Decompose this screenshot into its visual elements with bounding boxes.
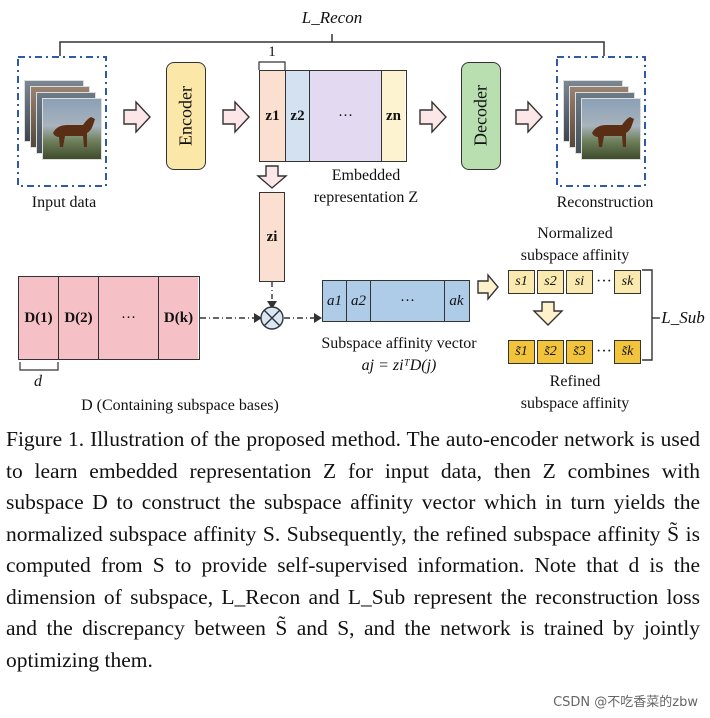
si-cell: si: [566, 270, 593, 294]
zi-vector: zi: [259, 192, 285, 282]
ellipsis-cell: ···: [310, 71, 382, 161]
a-ellipsis-cell: ···: [371, 281, 445, 321]
normalized-label-line1: Normalized: [537, 225, 613, 242]
s1-cell: s1: [508, 270, 535, 294]
decoder-block: Decoder: [461, 62, 501, 170]
width-one-label: 1: [268, 44, 276, 60]
diagram-lines: [17, 34, 660, 371]
z2-cell: z2: [286, 71, 310, 161]
d2-cell: D(2): [59, 277, 99, 359]
encoder-block: Encoder: [166, 62, 206, 170]
sk-cell: sk: [614, 270, 641, 294]
s-tilde-k-cell: s̃k: [614, 340, 641, 364]
watermark: CSDN @不吃香菜的zbw: [553, 695, 698, 710]
reconstructed-horse-image: [581, 98, 641, 160]
decoder-label: Decoder: [470, 85, 491, 147]
zn-cell: zn: [382, 71, 405, 161]
dk-cell: D(k): [159, 277, 198, 359]
d-caption-label: D (Containing subspace bases): [81, 397, 279, 414]
d-width-label: d: [34, 373, 42, 390]
embedded-label-line1: Embedded: [331, 167, 401, 184]
reconstruction-label: Reconstruction: [556, 194, 654, 211]
s-tilde-3-cell: s̃3: [566, 340, 593, 364]
d1-cell: D(1): [19, 277, 59, 359]
embedding-matrix: z1 z2 ··· zn: [259, 70, 407, 162]
refined-label-line2: subspace affinity: [520, 395, 630, 412]
horse-icon: [53, 117, 95, 147]
a1-cell: a1: [323, 281, 347, 321]
affinity-formula: aj = ziᵀD(j): [361, 357, 437, 374]
recon-loss-label: L_Recon: [301, 8, 363, 27]
horse-icon: [592, 117, 634, 147]
sub-loss-label: L_Sub: [661, 308, 705, 327]
input-data-label: Input data: [31, 194, 97, 211]
s-tilde-2-cell: s̃2: [537, 340, 564, 364]
normalized-label-line2: subspace affinity: [520, 247, 630, 264]
a2-cell: a2: [347, 281, 371, 321]
s-tilde-ellipsis: ···: [596, 343, 612, 360]
s2-cell: s2: [537, 270, 564, 294]
refined-label-line1: Refined: [549, 373, 601, 390]
embedded-label-line2: representation Z: [313, 189, 419, 206]
s-ellipsis: ···: [596, 273, 612, 290]
encoder-label: Encoder: [175, 86, 196, 146]
s-tilde-1-cell: s̃1: [508, 340, 535, 364]
d-ellipsis-cell: ···: [99, 277, 159, 359]
horse-image: [42, 98, 102, 160]
affinity-vector: a1 a2 ··· ak: [322, 280, 470, 322]
z1-cell: z1: [260, 71, 286, 161]
affinity-vector-label: Subspace affinity vector: [321, 335, 477, 352]
subspace-bases-matrix: D(1) D(2) ··· D(k): [18, 276, 200, 360]
figure-caption: Figure 1. Illustration of the proposed m…: [6, 427, 700, 672]
ak-cell: ak: [449, 292, 464, 309]
